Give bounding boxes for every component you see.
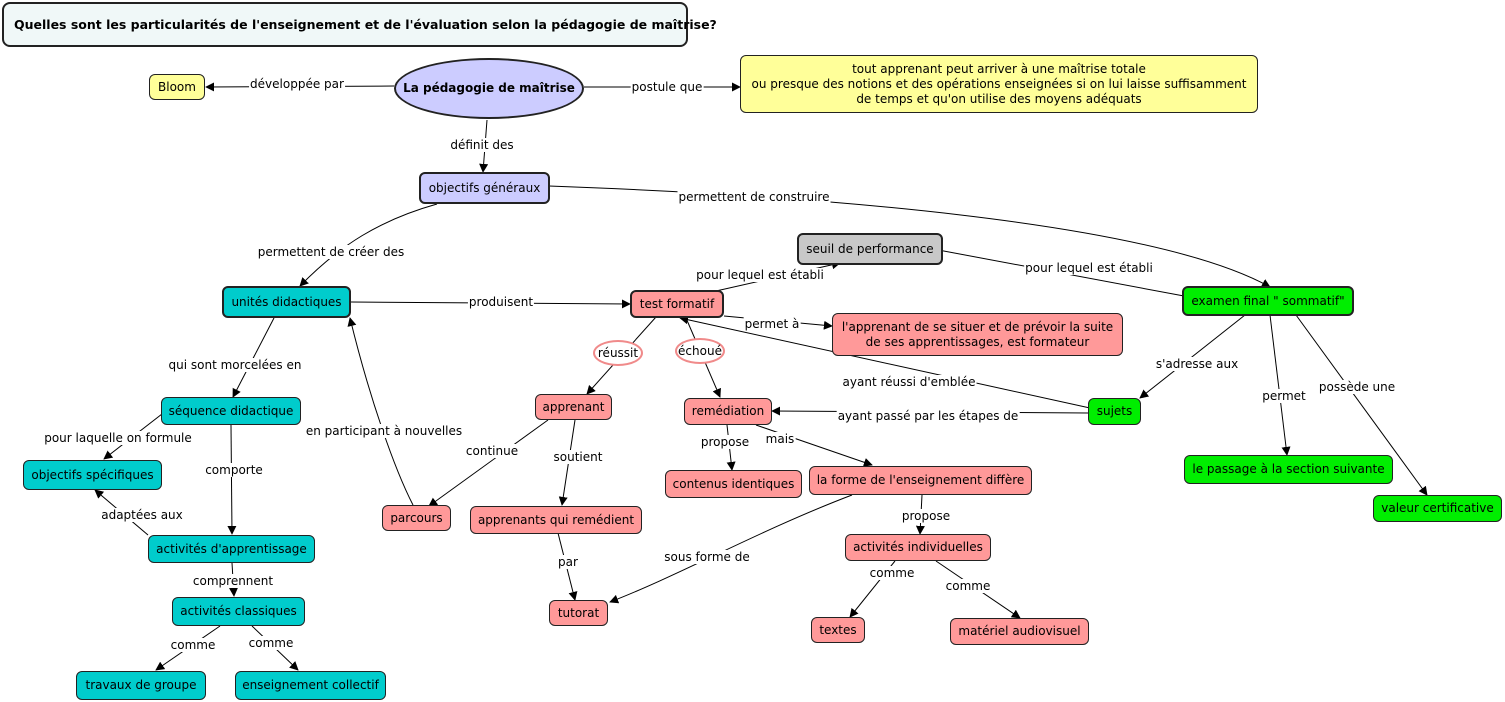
node-test-formatif[interactable]: test formatif: [630, 290, 724, 318]
label-reussit: réussit: [593, 340, 643, 366]
node-sequence-didactique[interactable]: séquence didactique: [161, 397, 301, 425]
label-postule-que: postule que: [630, 80, 704, 94]
edge-possede-une: [1295, 314, 1428, 496]
postulat-line-1: tout apprenant peut arriver à une maîtri…: [852, 61, 1146, 76]
edge-morcelees: [232, 317, 275, 398]
label-pour-lequel-1: pour lequel est établi: [695, 268, 825, 282]
label-pour-laquelle: pour laquelle on formule: [43, 431, 193, 445]
node-apprenants-qui-remedient[interactable]: apprenants qui remédient: [470, 506, 642, 534]
label-qui-sont-morcelees: qui sont morcelées en: [167, 358, 303, 372]
label-adaptees-aux: adaptées aux: [100, 508, 184, 522]
node-postulat[interactable]: tout apprenant peut arriver à une maîtri…: [740, 55, 1258, 113]
label-echoue: échoué: [675, 338, 725, 364]
node-activites-apprentissage[interactable]: activités d'apprentissage: [148, 535, 315, 563]
postulat-line-3: de temps et qu'on utilise des moyens adé…: [856, 91, 1142, 106]
label-comme-2: comme: [247, 636, 295, 650]
edge-comporte: [227, 424, 237, 535]
map-title: Quelles sont les particularités de l'ens…: [2, 2, 717, 47]
label-en-participant: en participant à nouvelles: [304, 424, 464, 438]
label-pour-lequel-2: pour lequel est établi: [1024, 261, 1154, 275]
label-comme-1: comme: [169, 638, 217, 652]
edge-sous-forme: [609, 494, 853, 604]
node-tutorat[interactable]: tutorat: [549, 600, 608, 626]
edge-permettent-construire: [548, 185, 1271, 288]
label-par: par: [557, 555, 579, 569]
node-bloom[interactable]: Bloom: [149, 74, 205, 100]
node-apprenant[interactable]: apprenant: [535, 394, 612, 420]
label-permet-a: permet à: [743, 317, 801, 331]
situer-line-2: de ses apprentissages, est formateur: [865, 334, 1090, 349]
node-examen-final[interactable]: examen final " sommatif": [1182, 286, 1354, 316]
node-unites-didactiques[interactable]: unités didactiques: [222, 286, 351, 318]
node-enseignement-collectif[interactable]: enseignement collectif: [235, 671, 386, 700]
label-soutient: soutient: [552, 450, 604, 464]
edge-mais: [755, 424, 873, 467]
node-contenus-identiques[interactable]: contenus identiques: [665, 470, 802, 498]
label-comme-3: comme: [868, 566, 916, 580]
node-textes[interactable]: textes: [811, 617, 865, 643]
node-materiel-audiovisuel[interactable]: matériel audiovisuel: [950, 618, 1089, 645]
node-objectifs-specifiques[interactable]: objectifs spécifiques: [23, 460, 162, 490]
postulat-line-2: ou presque des notions et des opérations…: [751, 76, 1247, 91]
edge-ayant-reussi: [679, 315, 1091, 409]
node-seuil-de-performance[interactable]: seuil de performance: [797, 233, 943, 265]
label-produisent: produisent: [467, 295, 535, 309]
label-continue: continue: [464, 444, 520, 458]
edge-en-participant: [347, 317, 414, 506]
edge-permettent-creer: [299, 203, 438, 287]
node-parcours[interactable]: parcours: [382, 505, 451, 531]
label-ayant-reussi: ayant réussi d'emblée: [841, 375, 977, 389]
label-definit-des: définit des: [449, 138, 515, 152]
label-permettent-creer: permettent de créer des: [256, 245, 406, 259]
label-mais: mais: [764, 432, 796, 446]
node-pedagogie-de-maitrise[interactable]: La pédagogie de maîtrise: [394, 58, 584, 119]
node-sujets[interactable]: sujets: [1088, 398, 1141, 425]
label-comme-4: comme: [944, 579, 992, 593]
label-possede-une: possède une: [1317, 380, 1397, 394]
node-remediation[interactable]: remédiation: [684, 398, 772, 425]
label-permettent-construire: permettent de construire: [677, 190, 831, 204]
label-ayant-passe: ayant passé par les étapes de: [836, 409, 1020, 423]
node-activites-classiques[interactable]: activités classiques: [172, 597, 305, 626]
label-sadresse-aux: s'adresse aux: [1154, 357, 1240, 371]
label-permet: permet: [1261, 389, 1307, 403]
node-valeur-certificative[interactable]: valeur certificative: [1373, 495, 1502, 522]
node-apprenant-situer[interactable]: l'apprenant de se situer et de prévoir l…: [832, 313, 1123, 356]
node-activites-individuelles[interactable]: activités individuelles: [845, 534, 991, 561]
node-travaux-de-groupe[interactable]: travaux de groupe: [76, 671, 206, 700]
edge-sadresse-aux: [1139, 314, 1246, 399]
node-objectifs-generaux[interactable]: objectifs généraux: [419, 172, 550, 204]
label-comporte: comporte: [204, 463, 264, 477]
node-passage-section-suivante[interactable]: le passage à la section suivante: [1184, 455, 1393, 484]
label-comprennent: comprennent: [191, 574, 275, 588]
label-propose-1: propose: [699, 435, 751, 449]
edge-permet: [1269, 314, 1291, 456]
situer-line-1: l'apprenant de se situer et de prévoir l…: [841, 319, 1114, 334]
label-propose-2: propose: [900, 509, 952, 523]
label-developpee-par: développée par: [249, 77, 345, 91]
label-sous-forme-de: sous forme de: [663, 550, 751, 564]
node-forme-enseignement-differe[interactable]: la forme de l'enseignement diffère: [809, 466, 1032, 495]
edge-continue: [428, 419, 549, 507]
